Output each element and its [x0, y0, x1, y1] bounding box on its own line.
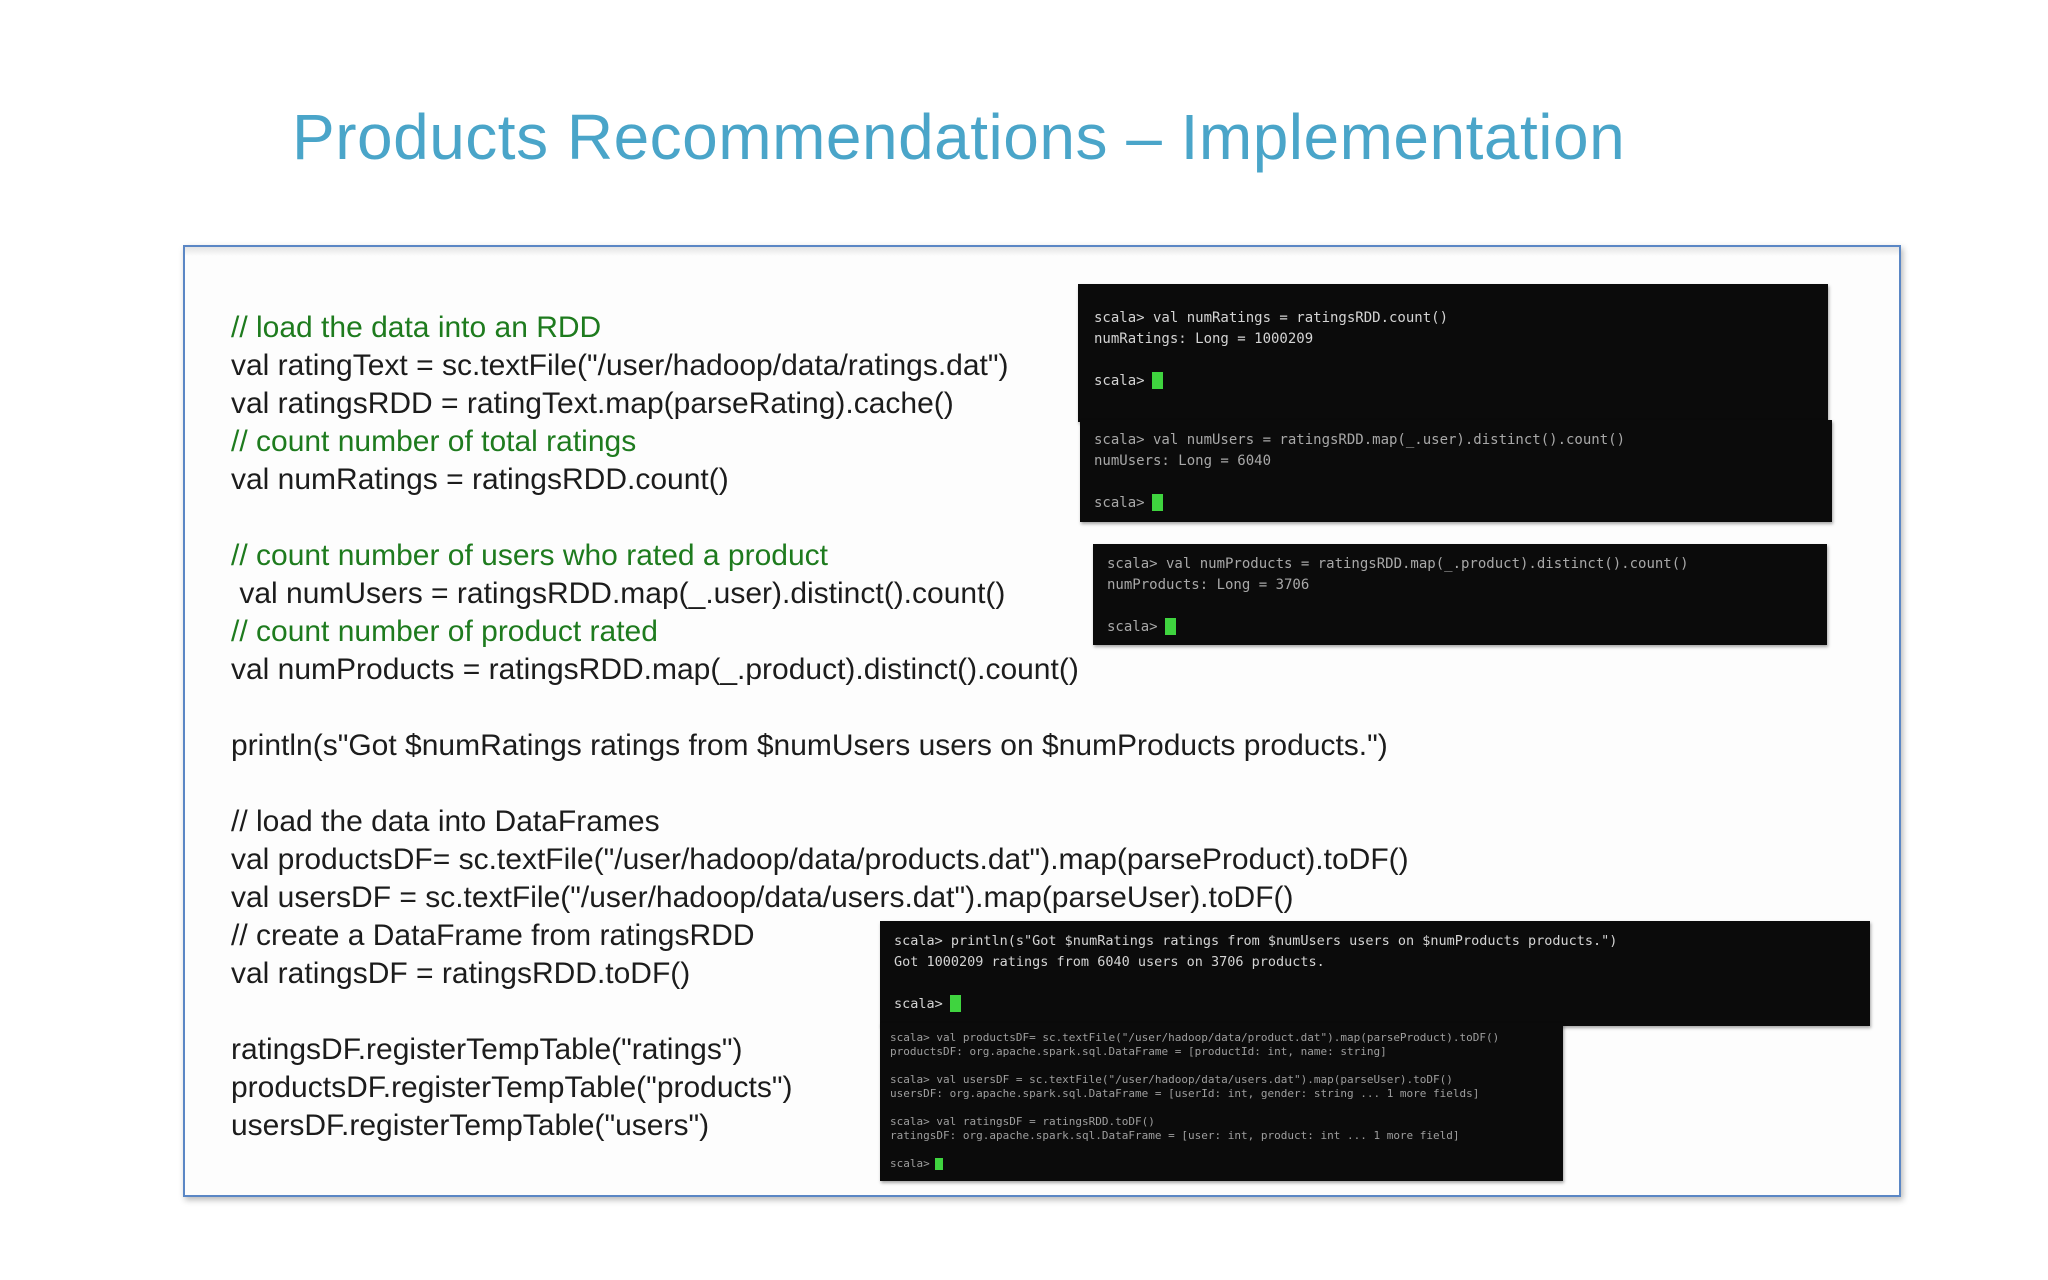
terminal-line: [894, 973, 1856, 994]
terminal-line: Got 1000209 ratings from 6040 users on 3…: [894, 954, 1325, 970]
code-line: productsDF.registerTempTable("products"): [231, 1071, 793, 1104]
terminal-line: [1107, 596, 1813, 617]
code-line: usersDF.registerTempTable("users"): [231, 1109, 710, 1142]
terminal-line: scala> val numRatings = ratingsRDD.count…: [1094, 310, 1449, 326]
terminal-line: scala> val numProducts = ratingsRDD.map(…: [1107, 556, 1689, 572]
code-line: val numRatings = ratingsRDD.count(): [231, 463, 729, 496]
terminal-prompt: scala>: [894, 996, 943, 1012]
terminal-prompt: scala>: [1094, 373, 1145, 389]
code-line: val usersDF = sc.textFile("/user/hadoop/…: [231, 881, 1294, 914]
terminal-line: scala> val ratingsDF = ratingsRDD.toDF(): [890, 1115, 1155, 1128]
terminal-line: scala> val numUsers = ratingsRDD.map(_.u…: [1094, 432, 1626, 448]
code-line: [231, 765, 1531, 803]
terminal-line: productsDF: org.apache.spark.sql.DataFra…: [890, 1045, 1387, 1058]
terminal-cursor: [949, 995, 961, 1012]
code-line: val productsDF= sc.textFile("/user/hadoo…: [231, 843, 1409, 876]
code-line: val numProducts = ratingsRDD.map(_.produ…: [231, 653, 1079, 686]
terminal-line: numRatings: Long = 1000209: [1094, 331, 1314, 347]
code-line: [231, 689, 1531, 727]
terminal-line: [890, 1101, 1553, 1115]
terminal-line: scala> println(s"Got $numRatings ratings…: [894, 933, 1618, 949]
terminal-line: [890, 1059, 1553, 1073]
code-line: val ratingsRDD = ratingText.map(parseRat…: [231, 387, 954, 420]
code-line: val ratingText = sc.textFile("/user/hado…: [231, 349, 1009, 382]
terminal-prompt: scala>: [1094, 495, 1145, 511]
terminal-numproducts-screenshot: scala> val numProducts = ratingsRDD.map(…: [1093, 544, 1827, 645]
terminal-line: [1094, 350, 1812, 371]
terminal-cursor: [934, 1158, 943, 1170]
terminal-line: [890, 1143, 1553, 1157]
terminal-numratings-screenshot: scala> val numRatings = ratingsRDD.count…: [1078, 284, 1828, 422]
terminal-numusers-screenshot: scala> val numUsers = ratingsRDD.map(_.u…: [1080, 420, 1832, 522]
terminal-line: usersDF: org.apache.spark.sql.DataFrame …: [890, 1087, 1480, 1100]
code-line: // load the data into an RDD: [231, 311, 602, 344]
terminal-prompt: scala>: [890, 1157, 930, 1170]
terminal-line: scala> val usersDF = sc.textFile("/user/…: [890, 1073, 1453, 1086]
terminal-cursor: [1151, 372, 1163, 389]
code-line: // count number of product rated: [231, 615, 658, 648]
content-panel: // load the data into an RDD val ratingT…: [183, 245, 1901, 1197]
code-line: println(s"Got $numRatings ratings from $…: [231, 729, 1388, 762]
code-line: // count number of users who rated a pro…: [231, 539, 828, 572]
code-line: // create a DataFrame from ratingsRDD: [231, 919, 755, 952]
terminal-line: [1094, 472, 1818, 493]
terminal-println-screenshot: scala> println(s"Got $numRatings ratings…: [880, 921, 1870, 1026]
terminal-line: ratingsDF: org.apache.spark.sql.DataFram…: [890, 1129, 1460, 1142]
code-line: val numUsers = ratingsRDD.map(_.user).di…: [231, 577, 1006, 610]
slide-title: Products Recommendations – Implementatio…: [292, 101, 1626, 173]
terminal-cursor: [1151, 494, 1163, 511]
code-block: // load the data into an RDD val ratingT…: [231, 309, 1531, 1145]
terminal-line: scala> val productsDF= sc.textFile("/use…: [890, 1031, 1500, 1044]
terminal-line: numUsers: Long = 6040: [1094, 453, 1272, 469]
code-line: ratingsDF.registerTempTable("ratings"): [231, 1033, 743, 1066]
code-line: // load the data into DataFrames: [231, 805, 660, 838]
code-line: // count number of total ratings: [231, 425, 637, 458]
code-line: val ratingsDF = ratingsRDD.toDF(): [231, 957, 691, 990]
terminal-line: numProducts: Long = 3706: [1107, 577, 1310, 593]
terminal-prompt: scala>: [1107, 619, 1158, 635]
terminal-dataframes-screenshot: scala> val productsDF= sc.textFile("/use…: [880, 1023, 1563, 1181]
terminal-cursor: [1164, 618, 1176, 635]
